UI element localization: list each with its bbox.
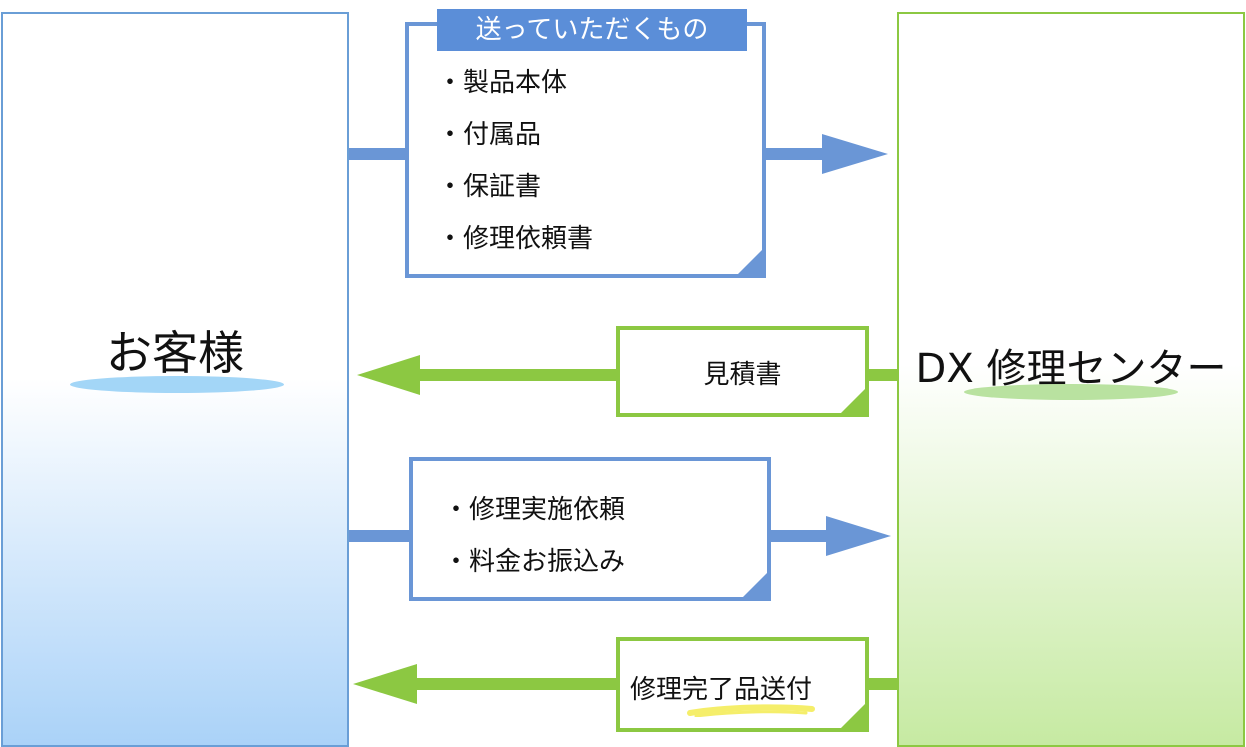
arrow-send-right-segment: [766, 148, 826, 160]
page-fold-corner: [738, 250, 762, 274]
repair-request-list: ・修理実施依頼 ・料金お振込み: [443, 484, 625, 588]
arrow-return-head: [353, 664, 417, 704]
arrow-return-right-segment: [869, 678, 897, 690]
return-label: 修理完了品送付: [630, 675, 813, 705]
page-fold-corner: [743, 573, 767, 597]
arrow-estimate-right-segment: [869, 369, 897, 381]
arrow-request-left-segment: [349, 530, 411, 542]
send-items-list: ・製品本体 ・付属品 ・保証書 ・修理依頼書: [437, 57, 593, 265]
repair-request-note: ・修理実施依頼 ・料金お振込み: [409, 457, 771, 601]
send-item: ・製品本体: [437, 68, 568, 98]
page-fold-corner: [841, 704, 865, 728]
send-item: ・保証書: [437, 172, 542, 202]
customer-panel: お客様: [1, 12, 349, 747]
highlight-stroke: [687, 704, 815, 717]
arrow-send-head: [822, 134, 888, 174]
arrow-request-head: [826, 516, 891, 556]
arrow-estimate-left-segment: [415, 369, 616, 381]
customer-ellipse: [70, 376, 284, 393]
request-item: ・修理実施依頼: [443, 495, 626, 525]
estimate-label: 見積書: [703, 360, 782, 390]
send-item: ・修理依頼書: [437, 224, 594, 254]
send-item: ・付属品: [437, 120, 542, 150]
return-note: 修理完了品送付: [616, 637, 869, 732]
arrow-estimate-head: [357, 355, 420, 395]
page-fold-corner: [841, 389, 865, 413]
estimate-note: 見積書: [616, 326, 869, 417]
send-items-note: 送っていただくもの ・製品本体 ・付属品 ・保証書 ・修理依頼書: [405, 9, 766, 278]
customer-title: お客様: [106, 326, 244, 380]
repair-center-ellipse: [964, 384, 1178, 400]
arrow-send-left-segment: [349, 148, 407, 160]
arrow-return-left-segment: [412, 678, 616, 690]
repair-center-panel: DX 修理センター: [897, 12, 1245, 747]
send-items-header: 送っていただくもの: [437, 9, 747, 51]
arrow-request-right-segment: [770, 530, 830, 542]
request-item: ・料金お振込み: [443, 547, 626, 577]
